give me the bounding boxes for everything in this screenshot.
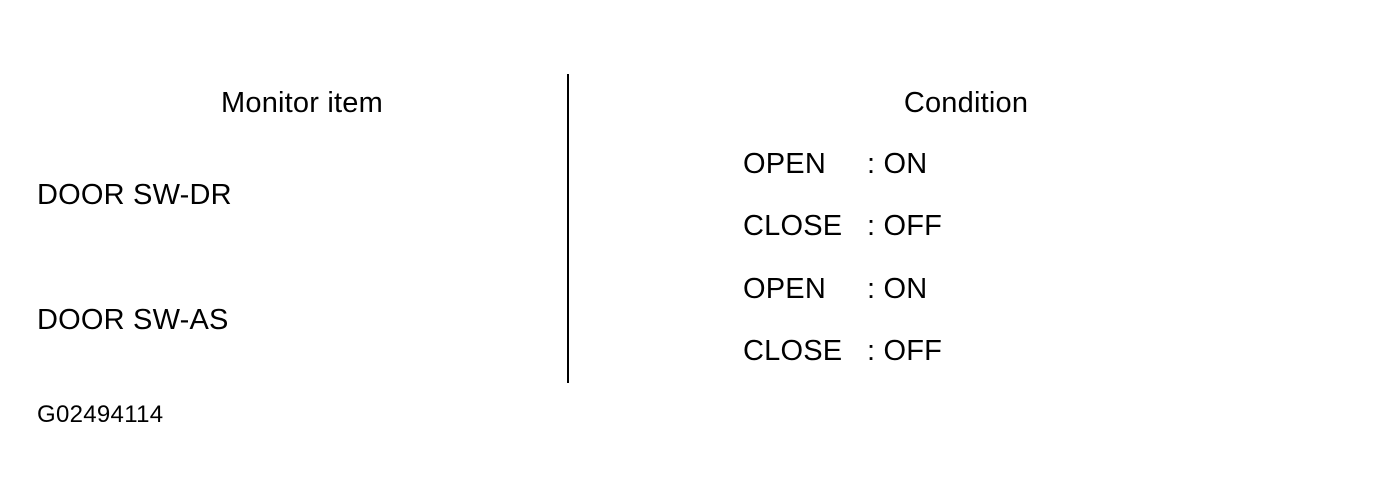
table-row: DOOR SW-DR OPEN : ON <box>37 133 1363 211</box>
figure-caption: G02494114 <box>37 401 164 428</box>
condition-state: OPEN <box>743 272 826 305</box>
condition-value: : OFF <box>867 335 943 368</box>
condition-state: CLOSE <box>743 210 843 243</box>
table-row: DOOR SW-AS OPEN : ON <box>37 258 1363 336</box>
condition-value: : ON <box>867 148 928 181</box>
condition-value: : OFF <box>867 210 943 243</box>
column-header-condition: Condition <box>903 87 1029 120</box>
condition-cell: OPEN : ON <box>568 258 1363 320</box>
monitor-item-condition-table: Monitor item Condition DOOR SW-DR OPEN :… <box>37 74 1363 383</box>
condition-cell: CLOSE : OFF <box>568 196 1363 258</box>
condition-value: : ON <box>867 272 928 305</box>
condition-state: CLOSE <box>743 335 843 368</box>
condition-cell: CLOSE : OFF <box>568 321 1363 383</box>
column-header-monitor-item: Monitor item <box>221 87 383 120</box>
monitor-item-name: DOOR SW-DR <box>37 179 232 212</box>
table-header-row: Monitor item Condition <box>37 74 1363 133</box>
monitor-item-name: DOOR SW-AS <box>37 304 229 337</box>
table-row: CLOSE : OFF <box>37 196 1363 258</box>
condition-state: OPEN <box>743 148 826 181</box>
table-row: CLOSE : OFF <box>37 321 1363 383</box>
condition-cell: OPEN : ON <box>568 133 1363 195</box>
